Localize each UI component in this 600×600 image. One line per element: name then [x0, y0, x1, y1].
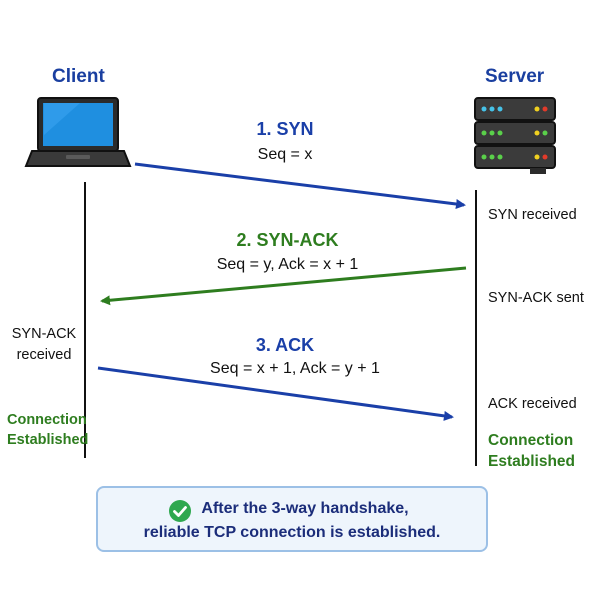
summary-text: After the 3-way handshake, reliable TCP …	[98, 497, 486, 545]
check-circle-icon	[169, 500, 191, 522]
server-rack-icon	[474, 97, 556, 174]
server-syn-received-state: SYN received	[488, 207, 577, 223]
server-established-line2: Established	[488, 453, 575, 470]
client-established-line2: Established	[7, 432, 89, 448]
ack-message-title: 3. ACK	[255, 335, 315, 355]
server-established-state: Connection Established	[488, 430, 575, 472]
client-established-line1: Connection	[7, 412, 87, 428]
client-title: Client	[52, 66, 105, 87]
synack-arrow	[100, 266, 467, 306]
client-synack-received-line1: SYN-ACK	[11, 326, 77, 342]
syn-arrow	[134, 162, 466, 209]
ack-message-detail: Seq = x + 1, Ack = y + 1	[210, 360, 380, 377]
server-ack-received-state: ACK received	[488, 396, 577, 412]
synack-message-detail: Seq = y, Ack = x + 1	[216, 256, 359, 273]
server-synack-sent-state: SYN-ACK sent	[488, 290, 584, 306]
syn-message-detail: Seq = x	[257, 146, 313, 163]
summary-line2: reliable TCP connection is established.	[143, 524, 441, 541]
server-title: Server	[485, 66, 545, 87]
laptop-icon	[24, 97, 132, 167]
client-synack-received-line2: received	[16, 347, 72, 363]
syn-message-title: 1. SYN	[256, 119, 314, 139]
summary-line1: After the 3-way handshake,	[201, 500, 409, 517]
synack-message-title: 2. SYN-ACK	[236, 230, 339, 250]
client-synack-received-state: SYN-ACK received	[8, 324, 80, 366]
server-established-line1: Connection	[488, 432, 574, 449]
client-established-state: Connection Established	[7, 410, 88, 450]
summary-box: After the 3-way handshake, reliable TCP …	[96, 486, 488, 552]
ack-arrow	[97, 366, 454, 421]
